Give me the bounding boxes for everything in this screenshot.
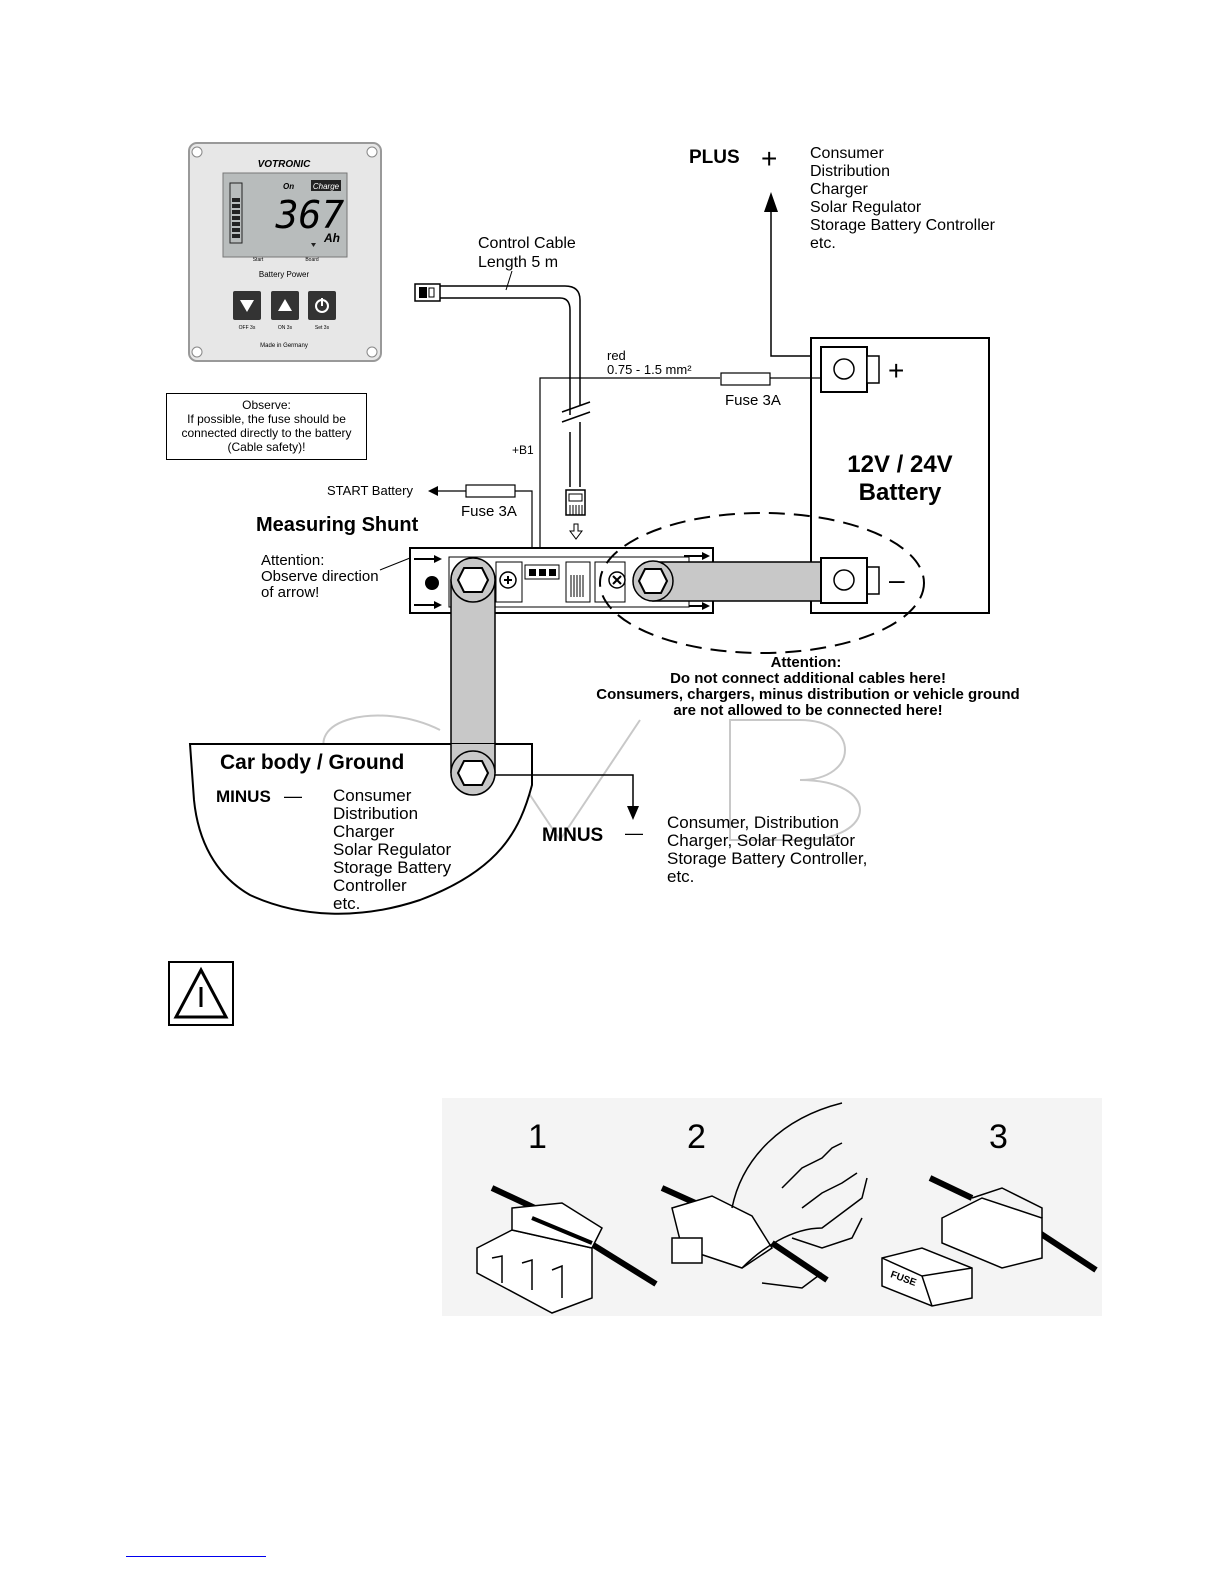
minus-consumer-item: Consumer, Distribution bbox=[667, 813, 839, 832]
start-fuse bbox=[465, 484, 516, 498]
panel-btn-off: OFF 3s bbox=[239, 325, 256, 331]
panel-on-label: On bbox=[283, 182, 294, 191]
car-body-item: Solar Regulator bbox=[333, 840, 451, 859]
car-body-minus-label: MINUS bbox=[216, 787, 271, 806]
car-body bbox=[188, 743, 533, 915]
panel-btn-set: Set 3s bbox=[315, 325, 330, 331]
control-cable bbox=[440, 285, 591, 487]
shunt-title: Measuring Shunt bbox=[256, 514, 419, 536]
plus-label: PLUS bbox=[689, 147, 740, 168]
red-wire bbox=[539, 377, 720, 565]
control-cable-label-2: Length 5 m bbox=[478, 254, 558, 271]
panel-value: 367 bbox=[275, 193, 345, 237]
control-cable-label-1: Control Cable bbox=[478, 235, 576, 252]
car-body-item: Consumer bbox=[333, 786, 412, 805]
main-attention-line: are not allowed to be connected here! bbox=[673, 702, 942, 719]
plus-consumer-item: Charger bbox=[810, 181, 868, 198]
plus-consumer-item: Solar Regulator bbox=[810, 199, 922, 216]
car-body-item: Charger bbox=[333, 822, 395, 841]
plug-down-arrow bbox=[569, 523, 583, 540]
fuse-step-number: 2 bbox=[687, 1118, 706, 1156]
car-body-item: Distribution bbox=[333, 804, 418, 823]
plus-consumer-item: etc. bbox=[810, 235, 836, 252]
fuse-step-number: 1 bbox=[528, 1118, 547, 1156]
battery-title: Battery bbox=[859, 479, 942, 506]
no-connect-zone bbox=[599, 512, 925, 654]
fuse-step-number: 3 bbox=[989, 1118, 1008, 1156]
panel-btn-on: ON 3s bbox=[278, 325, 293, 331]
warning-icon bbox=[168, 961, 234, 1026]
panel-start-label: Start bbox=[253, 257, 264, 263]
panel-board-label: Board bbox=[305, 257, 319, 263]
battery: + – 12V / 24V Battery bbox=[810, 337, 990, 614]
plus-consumer-list: Consumer Distribution Charger Solar Regu… bbox=[810, 145, 996, 252]
minus-consumer-item: Storage Battery Controller, bbox=[667, 849, 867, 868]
main-attention-line: Do not connect additional cables here! bbox=[670, 670, 946, 687]
panel-charge-label: Charge bbox=[313, 182, 340, 191]
start-fuse-label: Fuse 3A bbox=[461, 503, 517, 520]
fuse-step-3 bbox=[881, 1175, 1098, 1307]
plus-sign: + bbox=[761, 143, 777, 174]
red-wire-label-2: 0.75 - 1.5 mm² bbox=[607, 362, 692, 377]
fuse-step-2 bbox=[660, 1102, 868, 1289]
plus-arrow bbox=[764, 192, 778, 212]
car-body-consumer-list: Consumer Distribution Charger Solar Regu… bbox=[333, 786, 452, 913]
shunt-attention-line: Observe direction bbox=[261, 568, 379, 585]
footnote-rule bbox=[126, 1556, 266, 1557]
minus-consumer-item: Charger, Solar Regulator bbox=[667, 831, 855, 850]
fuse-holder-illustration: 1 2 3 FUSE bbox=[442, 1098, 1102, 1316]
plus-consumer-item: Consumer bbox=[810, 145, 884, 162]
minus-consumer-item: etc. bbox=[667, 867, 694, 886]
observe-note-line: (Cable safety)! bbox=[227, 440, 306, 454]
battery-fuse-label: Fuse 3A bbox=[725, 392, 781, 409]
panel-unit: Ah bbox=[323, 231, 340, 245]
main-attention-line: Attention: bbox=[771, 654, 842, 671]
wiring-diagram: VOTRONIC On Charge 367 Ah Start Board Ba… bbox=[188, 142, 1020, 915]
plus-consumer-item: Distribution bbox=[810, 163, 890, 180]
start-battery-label: START Battery bbox=[327, 483, 413, 498]
cable-plug-bottom bbox=[565, 489, 586, 516]
car-body-item: etc. bbox=[333, 894, 360, 913]
minus-consumer-list: Consumer, Distribution Charger, Solar Re… bbox=[667, 813, 867, 886]
observe-note-line: connected directly to the battery bbox=[181, 426, 352, 440]
minus-wire bbox=[495, 774, 634, 808]
plus-wire bbox=[770, 200, 821, 357]
car-body-item: Storage Battery bbox=[333, 858, 452, 877]
panel-title: Battery Power bbox=[259, 270, 310, 279]
battery-voltage: 12V / 24V bbox=[847, 451, 952, 478]
main-attention: Attention: Do not connect additional cab… bbox=[596, 654, 1019, 719]
red-wire-label-1: red bbox=[607, 348, 626, 363]
car-body-minus-sign: — bbox=[284, 786, 302, 806]
car-body-item: Controller bbox=[333, 876, 407, 895]
minus-right-sign: — bbox=[625, 823, 643, 843]
battery-monitor-panel: VOTRONIC On Charge 367 Ah Start Board Ba… bbox=[188, 142, 382, 362]
panel-brand: VOTRONIC bbox=[258, 159, 312, 170]
battery-minus-sign: – bbox=[889, 564, 905, 595]
b1-label: +B1 bbox=[512, 443, 534, 457]
panel-made-in: Made in Germany bbox=[260, 343, 308, 349]
battery-fuse bbox=[720, 372, 771, 386]
minus-right-label: MINUS bbox=[542, 825, 603, 846]
car-body-title: Car body / Ground bbox=[220, 751, 404, 774]
shunt-attention: Attention: Observe direction of arrow! bbox=[261, 552, 379, 601]
battery-minus-bar bbox=[652, 561, 841, 602]
observe-note-line: If possible, the fuse should be bbox=[187, 412, 346, 426]
fuse-step-1 bbox=[476, 1185, 658, 1314]
battery-plus-sign: + bbox=[888, 355, 904, 386]
cable-plug-left bbox=[414, 283, 441, 302]
observe-note-line: Observe: bbox=[242, 398, 291, 412]
shunt-attention-line: of arrow! bbox=[261, 584, 319, 601]
observe-note: Observe: If possible, the fuse should be… bbox=[166, 393, 367, 460]
shunt-attention-line: Attention: bbox=[261, 552, 324, 569]
start-wire bbox=[515, 490, 533, 565]
main-attention-line: Consumers, chargers, minus distribution … bbox=[596, 686, 1019, 703]
plus-consumer-item: Storage Battery Controller bbox=[810, 217, 996, 234]
